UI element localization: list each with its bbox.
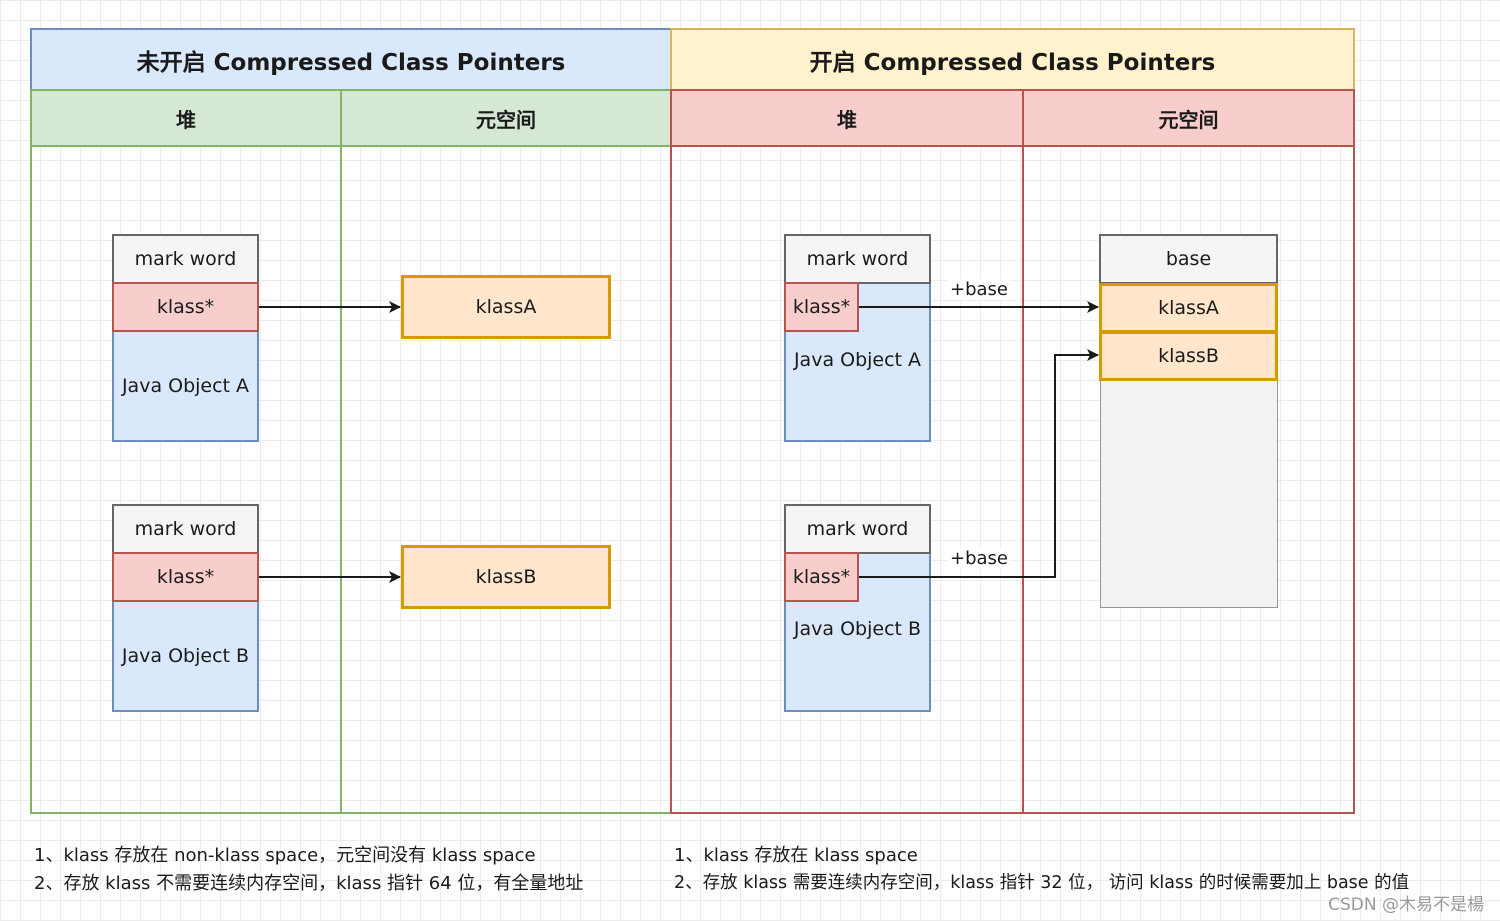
left-heap-label: 堆: [176, 107, 196, 132]
right-object-a-klass-pointer: klass*: [784, 282, 859, 332]
right-object-b-mark-text: mark word: [806, 518, 909, 540]
left-object-a-klass-text: klass*: [156, 296, 215, 318]
right-heap-header: 堆: [670, 89, 1024, 147]
left-object-a-klass-pointer: klass*: [112, 282, 259, 332]
right-object-a-mark-text: mark word: [806, 248, 909, 270]
left-object-a-mark-text: mark word: [134, 248, 237, 270]
left-object-b-klass-pointer: klass*: [112, 552, 259, 602]
right-heap-label: 堆: [837, 107, 857, 132]
right-note-2-text: 2、存放 klass 需要连续内存空间，klass 指针 32 位， 访问 kl…: [674, 873, 1410, 893]
right-arrow-b: [859, 349, 1099, 578]
left-object-a: Java Object A: [112, 330, 259, 442]
edge-label-base-b: +base: [948, 548, 1010, 569]
right-klass-b-box: klassB: [1099, 331, 1278, 381]
right-object-b-name-text: Java Object B: [793, 618, 922, 640]
right-klass-b-text: klassB: [1158, 345, 1219, 367]
right-object-b-klass-text: klass*: [792, 566, 851, 588]
left-note-2-text: 2、存放 klass 不需要连续内存空间，klass 指针 64 位，有全量地址: [34, 873, 584, 894]
right-object-a-name-text: Java Object A: [793, 349, 922, 371]
left-section-title: 未开启 Compressed Class Pointers: [30, 28, 672, 91]
left-object-b-mark-word: mark word: [112, 504, 259, 554]
left-metaspace-header: 元空间: [340, 89, 672, 147]
right-note-1-text: 1、klass 存放在 klass space: [674, 845, 918, 866]
left-klass-a-text: klassA: [475, 296, 537, 318]
right-object-b-klass-pointer: klass*: [784, 552, 859, 602]
left-klass-b-box: klassB: [401, 545, 611, 609]
left-klass-b-text: klassB: [475, 566, 537, 588]
watermark: CSDN @木易不是楊: [1328, 890, 1484, 915]
right-metaspace-lane: [1022, 145, 1355, 814]
right-metaspace-label: 元空间: [1158, 107, 1219, 132]
edge-label-base-b-text: +base: [950, 548, 1008, 569]
right-title-text: 开启 Compressed Class Pointers: [809, 49, 1216, 76]
right-note-2: 2、存放 klass 需要连续内存空间，klass 指针 32 位， 访问 kl…: [674, 869, 1409, 894]
left-object-a-mark-word: mark word: [112, 234, 259, 284]
right-note-1: 1、klass 存放在 klass space: [674, 841, 918, 867]
right-base-box: base: [1099, 234, 1278, 284]
left-klass-a-box: klassA: [401, 275, 611, 339]
right-klass-a-text: klassA: [1158, 297, 1219, 319]
left-note-2: 2、存放 klass 不需要连续内存空间，klass 指针 64 位，有全量地址: [34, 869, 583, 895]
right-metaspace-header: 元空间: [1022, 89, 1355, 147]
left-title-text: 未开启 Compressed Class Pointers: [136, 49, 566, 76]
left-object-b-name: Java Object B: [121, 645, 250, 667]
left-object-b-mark-text: mark word: [134, 518, 237, 540]
watermark-text: CSDN @木易不是楊: [1328, 895, 1484, 915]
right-object-a-klass-text: klass*: [792, 296, 851, 318]
left-metaspace-label: 元空间: [476, 107, 536, 132]
right-object-b-name: Java Object B: [784, 612, 931, 646]
left-object-b-klass-text: klass*: [156, 566, 215, 588]
right-object-a-name: Java Object A: [784, 343, 931, 377]
left-note-1: 1、klass 存放在 non-klass space，元空间没有 klass …: [34, 841, 536, 867]
left-object-b: Java Object B: [112, 600, 259, 712]
edge-label-base-a-text: +base: [950, 279, 1008, 300]
left-object-a-name: Java Object A: [121, 375, 250, 397]
right-base-text: base: [1165, 248, 1212, 270]
edge-label-base-a: +base: [948, 279, 1010, 300]
right-section-title: 开启 Compressed Class Pointers: [670, 28, 1355, 91]
left-note-1-text: 1、klass 存放在 non-klass space，元空间没有 klass …: [34, 845, 536, 866]
right-klass-a-box: klassA: [1099, 283, 1278, 333]
